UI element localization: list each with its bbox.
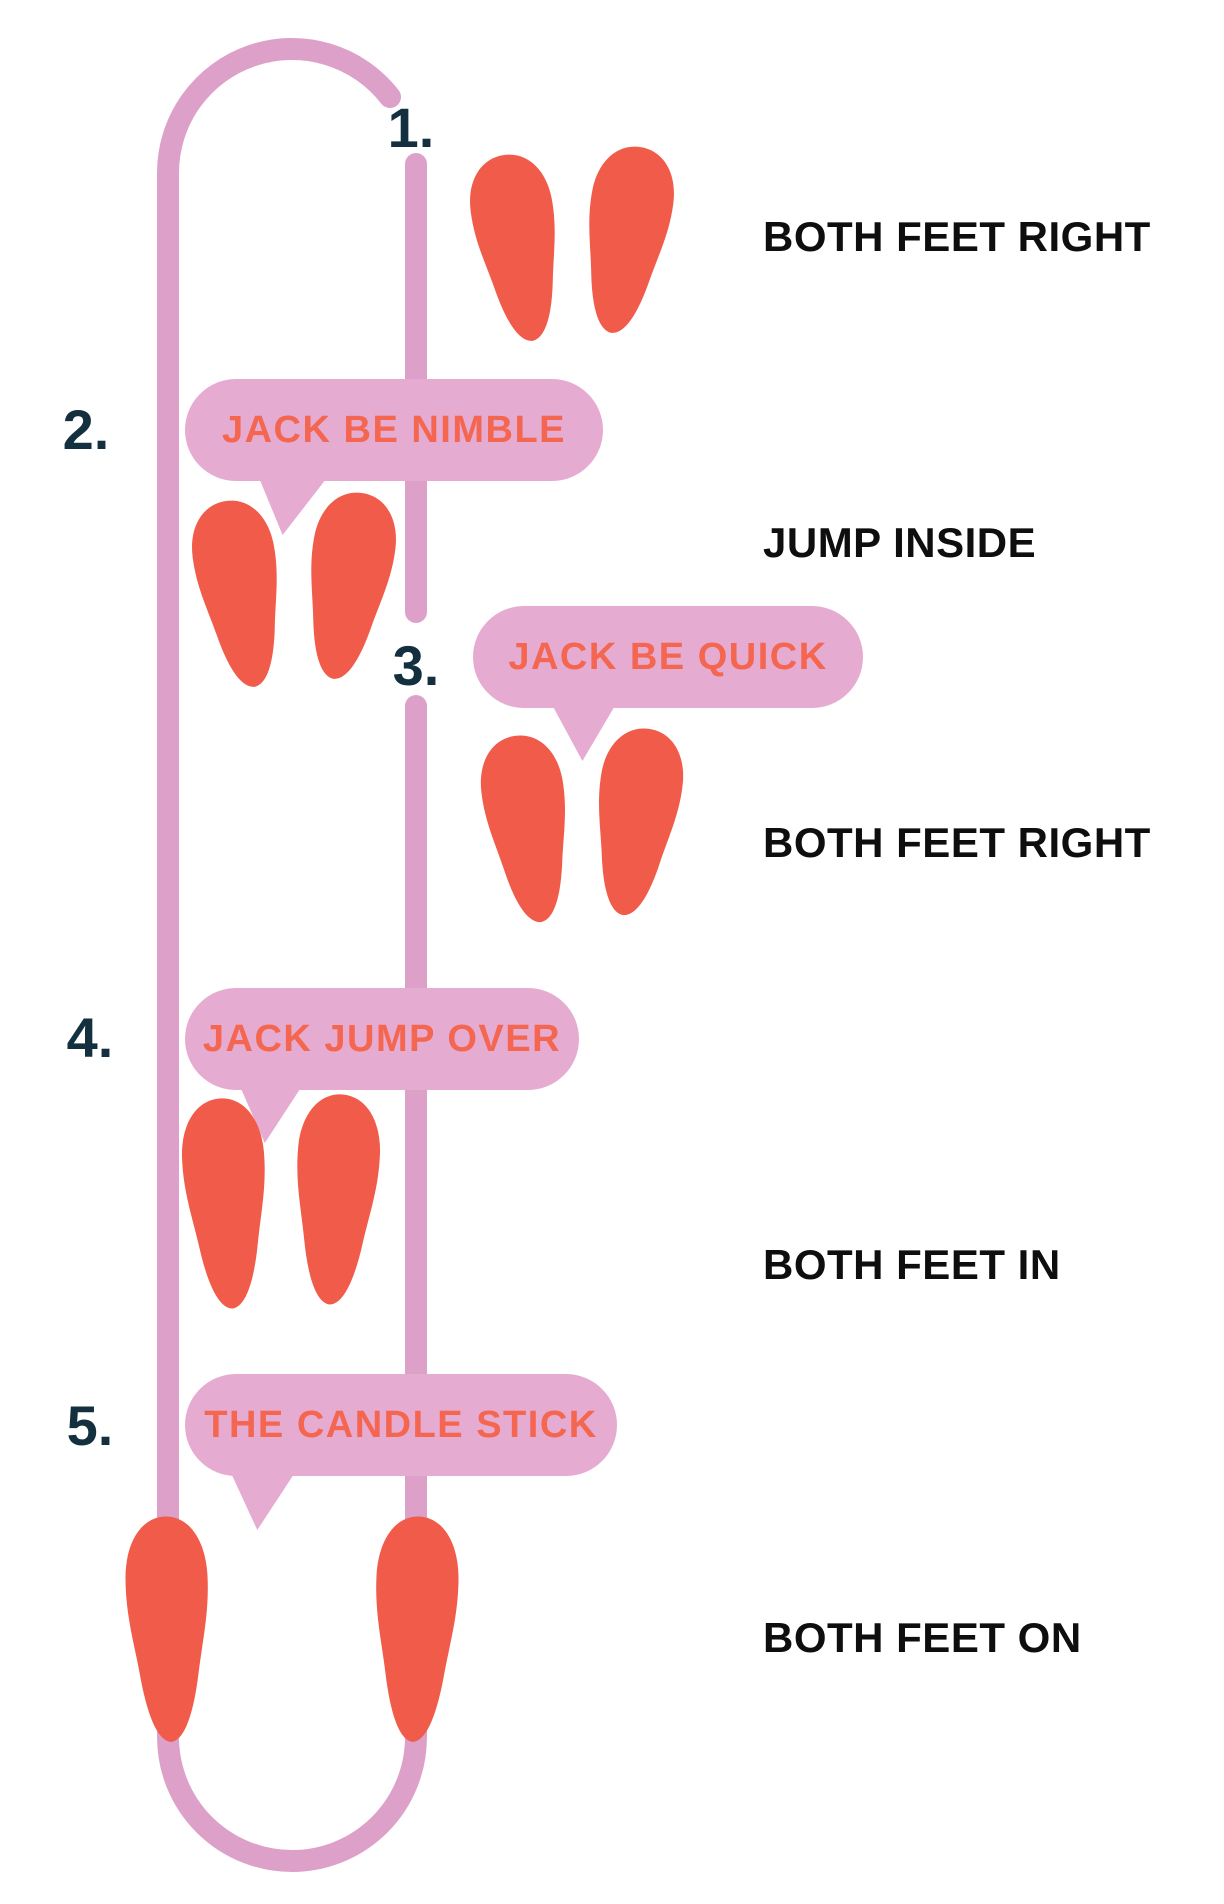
step-label-both-feet-right-2: BOTH FEET RIGHT bbox=[763, 819, 1151, 866]
step-number-3: 3. bbox=[392, 634, 440, 697]
speech-bubble-the-candle-stick: THE CANDLE STICK bbox=[185, 1374, 617, 1476]
right-foot-icon bbox=[570, 140, 682, 340]
step-number-1: 1. bbox=[387, 96, 435, 159]
rope-segment-right-lower-and-bottom-arc bbox=[157, 695, 427, 1872]
speech-bubble-text: JACK JUMP OVER bbox=[202, 1017, 562, 1060]
step-label-both-feet-in: BOTH FEET IN bbox=[763, 1241, 1061, 1288]
step-number-5: 5. bbox=[66, 1394, 114, 1457]
footprints-step-3-both-feet-right bbox=[474, 723, 690, 928]
right-foot-icon bbox=[288, 1091, 384, 1308]
left-foot-icon bbox=[474, 730, 582, 928]
right-foot-icon bbox=[582, 723, 690, 921]
speech-bubble-jack-be-quick: JACK BE QUICK bbox=[473, 606, 863, 708]
speech-bubble-text: THE CANDLE STICK bbox=[204, 1403, 598, 1446]
step-number-4: 4. bbox=[66, 1006, 114, 1069]
speech-bubble-jack-be-nimble: JACK BE NIMBLE bbox=[185, 379, 603, 481]
left-foot-icon bbox=[184, 494, 296, 694]
footprints-step-1-both-feet-right bbox=[462, 140, 682, 348]
footprints-step-5-both-feet-on bbox=[123, 1514, 461, 1744]
speech-bubble-text: JACK BE NIMBLE bbox=[221, 408, 567, 451]
speech-bubble-jack-jump-over: JACK JUMP OVER bbox=[185, 988, 579, 1090]
left-foot-icon bbox=[123, 1514, 213, 1744]
right-foot-icon bbox=[371, 1514, 461, 1744]
step-label-both-feet-on: BOTH FEET ON bbox=[763, 1614, 1082, 1661]
footprints-step-4-both-feet-in bbox=[178, 1091, 384, 1312]
step-label-both-feet-right-1: BOTH FEET RIGHT bbox=[763, 213, 1151, 260]
step-label-jump-inside: JUMP INSIDE bbox=[763, 519, 1037, 566]
rope-segment-left-and-top-arc bbox=[157, 38, 401, 1748]
speech-bubble-text: JACK BE QUICK bbox=[508, 635, 828, 678]
left-foot-icon bbox=[178, 1095, 274, 1312]
step-number-2: 2. bbox=[62, 398, 110, 461]
left-foot-icon bbox=[462, 148, 574, 348]
